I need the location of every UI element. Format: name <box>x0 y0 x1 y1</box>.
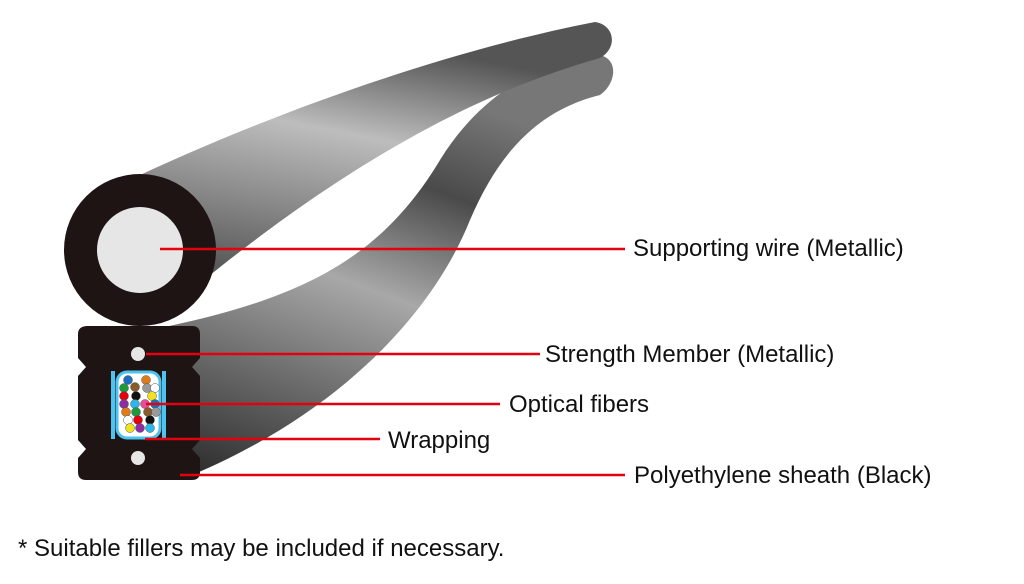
support-wire-body <box>140 22 612 325</box>
optical-fiber <box>150 383 160 393</box>
strength-member-bottom <box>131 451 145 465</box>
footnote: * Suitable fillers may be included if ne… <box>18 535 505 562</box>
optical-fiber <box>125 423 135 433</box>
label-sheath: Polyethylene sheath (Black) <box>634 462 932 489</box>
optical-fiber <box>135 423 145 433</box>
optical-fiber <box>121 407 131 417</box>
optical-fiber <box>123 375 133 385</box>
optical-fiber <box>119 391 129 401</box>
optical-fiber <box>131 407 141 417</box>
optical-fiber <box>131 391 141 401</box>
optical-fibers <box>119 375 161 433</box>
optical-fiber <box>142 383 152 393</box>
optical-fiber <box>141 375 151 385</box>
optical-fiber <box>130 399 140 409</box>
optical-fiber <box>119 383 129 393</box>
optical-fiber <box>123 415 133 425</box>
optical-fiber <box>145 415 155 425</box>
optical-fiber <box>151 407 161 417</box>
optical-fiber <box>145 423 155 433</box>
strength-member-top <box>131 347 145 361</box>
label-strength-member: Strength Member (Metallic) <box>545 341 835 368</box>
optical-fiber <box>143 407 153 417</box>
optical-fiber <box>133 415 143 425</box>
optical-fiber <box>130 382 140 392</box>
fiber-unit-body <box>150 55 614 480</box>
optical-fiber <box>147 391 157 401</box>
label-optical-fibers: Optical fibers <box>509 391 650 418</box>
optical-fiber <box>119 399 129 409</box>
label-supporting-wire: Supporting wire (Metallic) <box>633 235 904 262</box>
supporting-wire <box>97 207 183 293</box>
label-wrapping: Wrapping <box>388 427 491 454</box>
